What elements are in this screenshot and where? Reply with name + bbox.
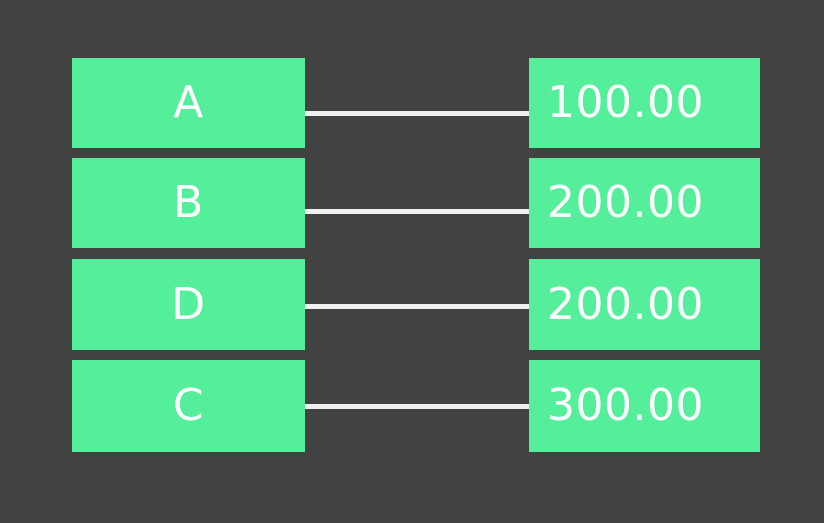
sankey-node-source-b[interactable]: B bbox=[72, 158, 305, 248]
sankey-node-label: B bbox=[173, 177, 204, 228]
sankey-node-target-200-a[interactable]: 200.00 bbox=[529, 158, 760, 248]
sankey-link-a-100[interactable] bbox=[305, 111, 529, 116]
sankey-node-value: 200.00 bbox=[547, 278, 704, 330]
sankey-node-source-c[interactable]: C bbox=[72, 360, 305, 452]
sankey-node-target-100[interactable]: 100.00 bbox=[529, 58, 760, 148]
sankey-node-value: 200.00 bbox=[547, 177, 704, 228]
sankey-node-label: D bbox=[171, 278, 206, 330]
sankey-node-source-a[interactable]: A bbox=[72, 58, 305, 148]
sankey-link-c-300[interactable] bbox=[305, 404, 529, 409]
sankey-node-value: 300.00 bbox=[547, 380, 704, 431]
sankey-node-label: C bbox=[172, 380, 205, 431]
sankey-node-target-300[interactable]: 300.00 bbox=[529, 360, 760, 452]
sankey-node-source-d[interactable]: D bbox=[72, 259, 305, 350]
sankey-link-b-200[interactable] bbox=[305, 209, 529, 214]
sankey-node-value: 100.00 bbox=[547, 77, 704, 128]
sankey-node-target-200-b[interactable]: 200.00 bbox=[529, 259, 760, 350]
sankey-link-d-200[interactable] bbox=[305, 304, 529, 309]
sankey-node-label: A bbox=[173, 77, 204, 128]
